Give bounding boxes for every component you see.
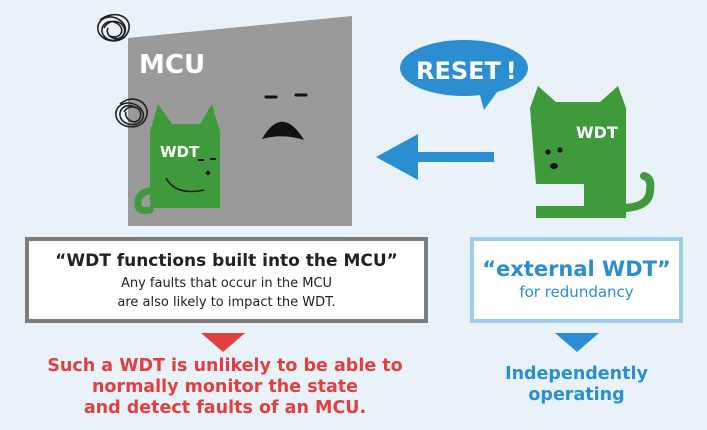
arrow-left-icon xyxy=(376,134,494,180)
speech-text: RESET ! xyxy=(416,57,517,85)
builtin-wdt-conclusion: Such a WDT is unlikely to be able to nor… xyxy=(20,356,430,419)
external-wdt-box: “external WDT” for redundancy xyxy=(470,237,683,323)
mcu-label: MCU xyxy=(139,50,205,80)
builtin-conclusion-line3: and detect faults of an MCU. xyxy=(83,398,367,418)
external-wdt-conclusion: Independently operating xyxy=(470,364,683,406)
external-wdt-title: “external WDT” xyxy=(482,257,671,281)
scribble-icon-top xyxy=(97,14,130,42)
builtin-wdt-line1: Any faults that occur in the MCU xyxy=(120,276,333,291)
mcu-mouth xyxy=(262,121,304,140)
speech-bubble xyxy=(400,40,528,110)
builtin-wdt-box: “WDT functions built into the MCU” Any f… xyxy=(25,237,428,323)
builtin-wdt-line2: are also likely to impact the WDT. xyxy=(117,295,336,310)
external-wdt-subtitle: for redundancy xyxy=(519,283,634,301)
external-wdt-character xyxy=(530,86,655,218)
builtin-conclusion-line2: normally monitor the state xyxy=(91,377,359,397)
down-arrow-red xyxy=(201,333,245,352)
builtin-wdt-title: “WDT functions built into the MCU” xyxy=(55,251,398,271)
inner-wdt-character xyxy=(134,104,220,214)
builtin-conclusion-line1: Such a WDT is unlikely to be able to xyxy=(47,356,403,376)
scribble-icon-side xyxy=(115,98,148,128)
external-conclusion-line1: Independently xyxy=(505,364,648,384)
inner-wdt-label: WDT xyxy=(160,143,200,161)
down-arrow-blue xyxy=(555,333,599,352)
external-conclusion-line2: operating xyxy=(528,385,625,405)
external-wdt-label: WDT xyxy=(576,123,618,142)
